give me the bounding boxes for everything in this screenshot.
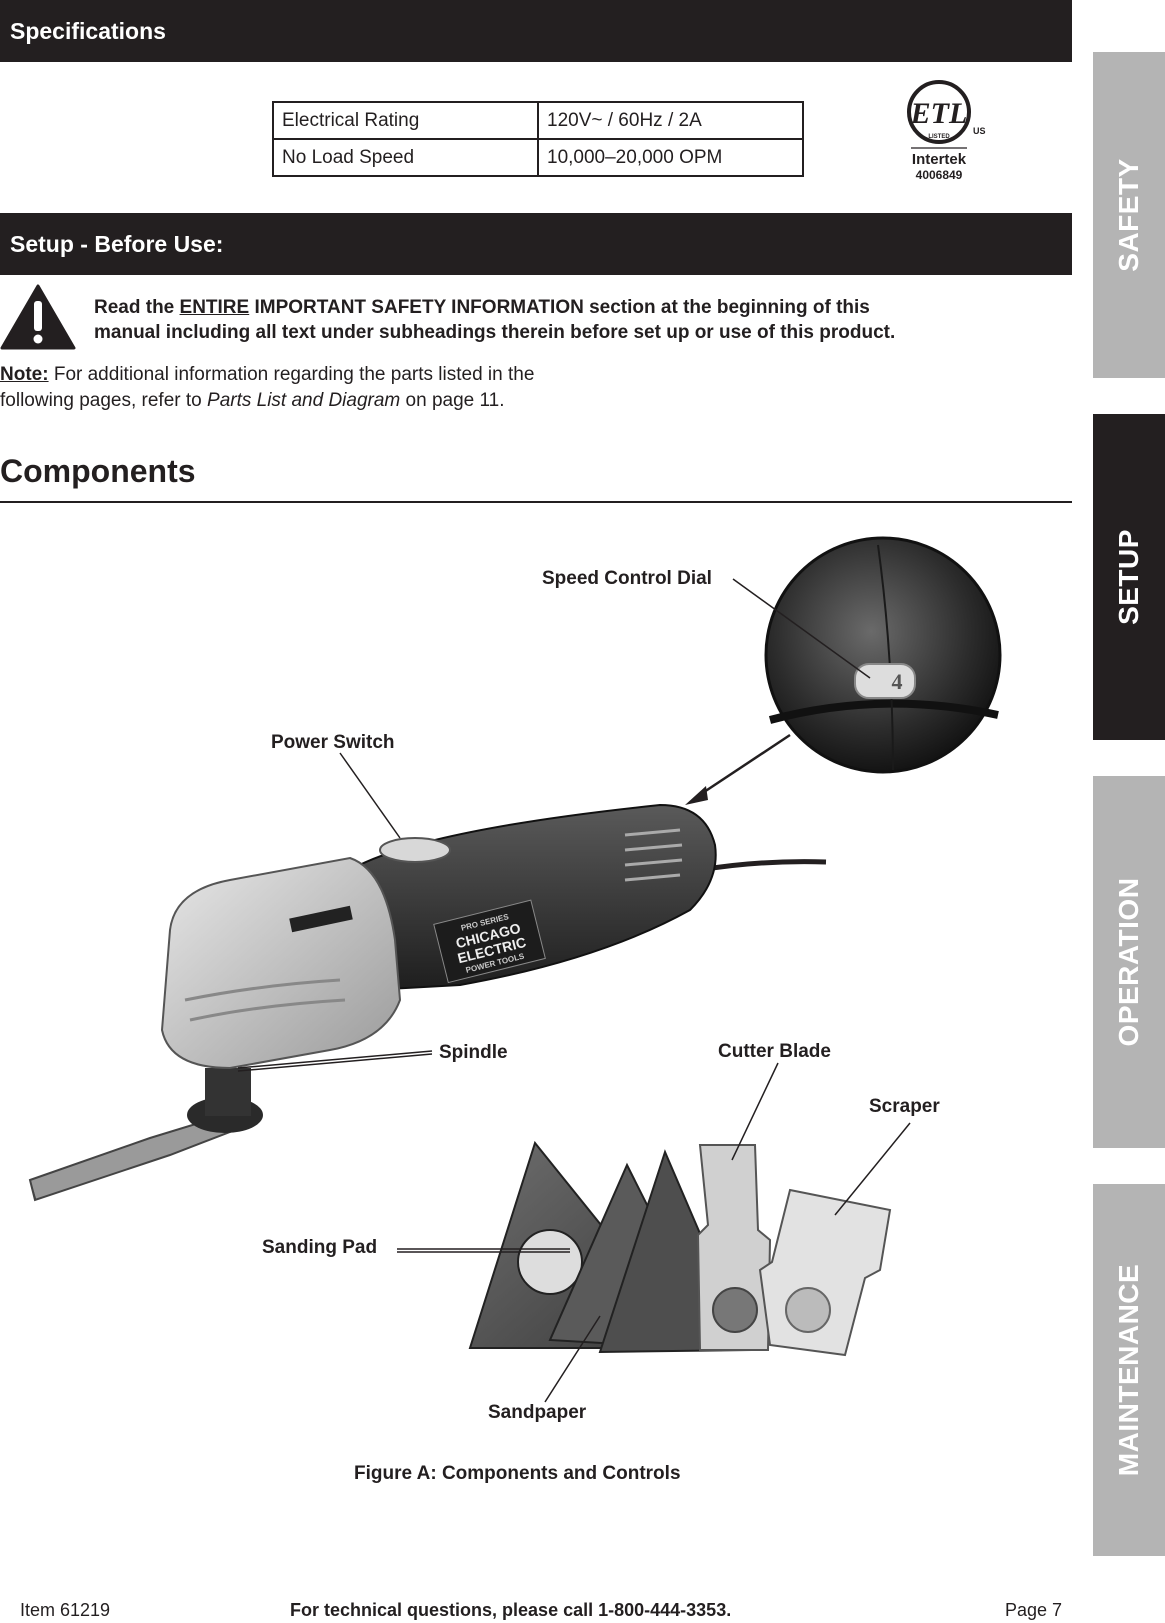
etl-listed-text: LISTED [928, 134, 950, 140]
spec-label: Electrical Rating [272, 101, 539, 140]
table-row: No Load Speed 10,000–20,000 OPM [272, 138, 804, 177]
tab-setup[interactable]: SETUP [1093, 414, 1165, 740]
tab-operation[interactable]: OPERATION [1093, 776, 1165, 1148]
footer-page-number: Page 7 [1005, 1600, 1063, 1620]
footer-item-number: Item 61219 [20, 1600, 111, 1620]
etl-mark-icon: ETL LISTED US Intertek 4006849 [907, 80, 986, 182]
etl-us-text: US [973, 126, 986, 136]
power-switch-label: Power Switch [271, 732, 395, 753]
tab-setup-label: SETUP [1113, 529, 1144, 625]
speed-dial-inset: 4 [764, 536, 1002, 774]
etl-certification-logo: ETL LISTED US Intertek 4006849 [903, 78, 993, 188]
tab-maintenance-label: MAINTENANCE [1113, 1263, 1144, 1477]
footer-technical-questions: For technical questions, please call 1-8… [290, 1600, 732, 1620]
table-row: Electrical Rating 120V~ / 60Hz / 2A [272, 101, 804, 140]
setup-title: Setup - Before Use: [10, 231, 224, 257]
cert-number-text: 4006849 [916, 168, 963, 182]
safety-warning-text: Read the ENTIRE IMPORTANT SAFETY INFORMA… [94, 297, 896, 343]
intertek-text: Intertek [912, 151, 967, 168]
dial-number: 4 [892, 669, 903, 694]
components-figure: 4 PRO SERIES CHICAGO ELECTRIC POWER TOOL… [28, 536, 1002, 1403]
tab-safety-label: SAFETY [1113, 158, 1144, 272]
spec-value: 120V~ / 60Hz / 2A [537, 101, 804, 140]
warning-icon [0, 283, 76, 351]
note-label: Note: [0, 364, 49, 385]
sandpaper-label: Sandpaper [488, 1402, 587, 1423]
specifications-header: Specifications [0, 0, 1072, 62]
spec-value: 10,000–20,000 OPM [537, 138, 804, 177]
specifications-title: Specifications [10, 18, 166, 44]
tab-operation-label: OPERATION [1113, 877, 1144, 1047]
note-paragraph: Note: For additional information regardi… [0, 364, 535, 411]
tab-maintenance[interactable]: MAINTENANCE [1093, 1184, 1165, 1556]
sanding-pad-label: Sanding Pad [262, 1237, 378, 1258]
components-divider [0, 501, 1072, 503]
tab-safety[interactable]: SAFETY [1093, 52, 1165, 378]
spec-label: No Load Speed [272, 138, 539, 177]
scraper-label: Scraper [869, 1096, 940, 1117]
speed-control-dial-label: Speed Control Dial [542, 568, 712, 589]
cutter-blade-label: Cutter Blade [718, 1041, 831, 1062]
components-title: Components [0, 453, 196, 489]
specifications-table: Electrical Rating 120V~ / 60Hz / 2A No L… [272, 101, 804, 177]
svg-text:ETL: ETL [910, 97, 968, 130]
spindle-label: Spindle [439, 1042, 508, 1063]
figure-caption: Figure A: Components and Controls [354, 1463, 681, 1484]
entire-emphasis: ENTIRE [179, 297, 250, 318]
parts-list-reference: Parts List and Diagram [207, 390, 401, 411]
setup-header: Setup - Before Use: [0, 213, 1072, 275]
